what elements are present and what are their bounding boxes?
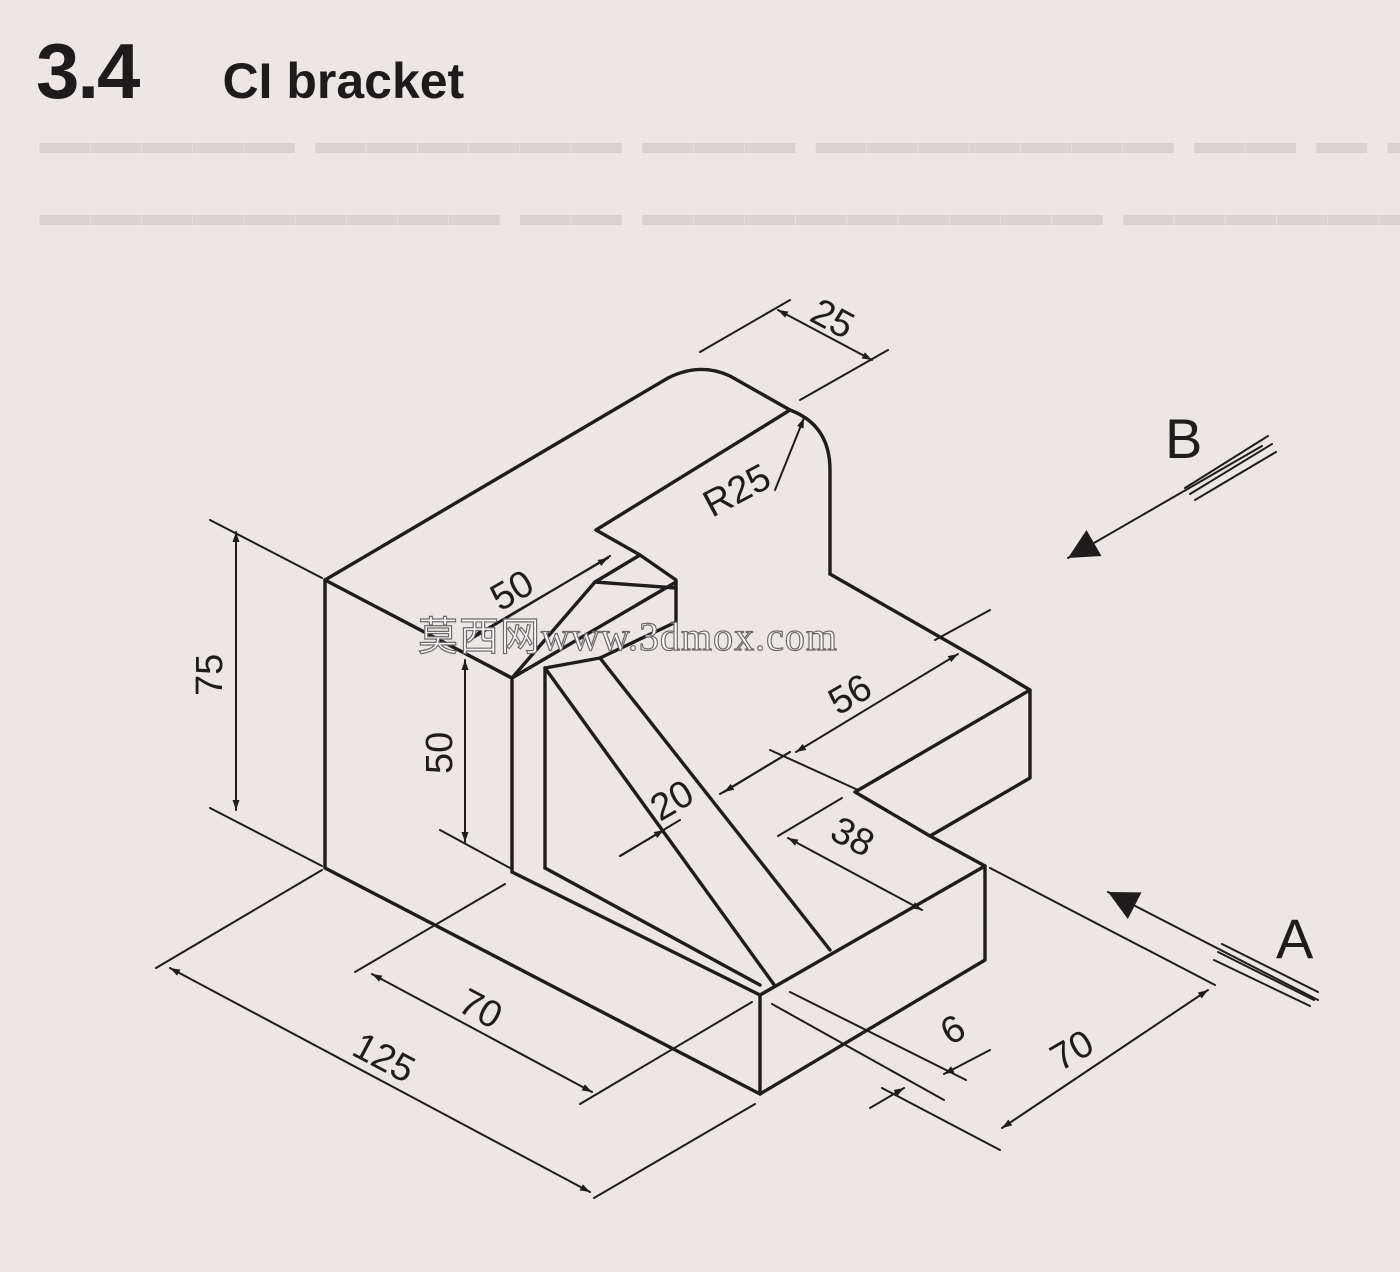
- view-arrow-b-tail: [1184, 435, 1277, 501]
- dim-arrow-6b: [869, 1087, 905, 1109]
- watermark-text: 莫西网www.3dmox.com: [418, 614, 838, 659]
- notch-inner: [593, 580, 678, 590]
- section-heading: 3.4 CI bracket: [36, 26, 464, 117]
- ext-line-56: [769, 609, 991, 791]
- web-diagonal: [543, 656, 832, 988]
- dim-line-50-top: [473, 557, 609, 637]
- ext-line-25: [699, 299, 889, 401]
- view-arrow-a-line: [1107, 891, 1319, 1001]
- dimensions: [155, 299, 1216, 1199]
- upright-block-fillet: [788, 408, 832, 576]
- view-label-b: B: [1165, 407, 1202, 470]
- leader-r25: [774, 417, 805, 491]
- dim-label-r25: R25: [697, 456, 778, 526]
- ext-line-125: [155, 869, 756, 1199]
- dim-label-50-side: 50: [419, 732, 461, 774]
- dim-label-75: 75: [189, 654, 231, 696]
- dim-line-38: [787, 837, 923, 911]
- section-title: CI bracket: [222, 53, 465, 109]
- ext-line-50-side: [439, 639, 511, 869]
- ext-line-70-front: [354, 883, 753, 1105]
- base-right-face: [758, 864, 987, 1096]
- dim-arrow-20a: [619, 829, 665, 857]
- view-label-a: A: [1276, 907, 1314, 970]
- view-arrow-b: [1067, 435, 1277, 559]
- web-top-cap: [543, 620, 678, 670]
- dim-label-125: 125: [346, 1025, 422, 1092]
- dim-label-56: 56: [822, 666, 880, 724]
- dim-line-25: [777, 309, 873, 361]
- view-arrow-a: [1107, 891, 1319, 1007]
- dim-line-70-side: [1001, 989, 1209, 1129]
- dim-label-25: 25: [804, 291, 861, 348]
- dim-label-6: 6: [934, 1007, 973, 1054]
- dim-label-70-side: 70: [1044, 1022, 1102, 1080]
- base-back: [828, 572, 1032, 692]
- dim-label-70-front: 70: [452, 981, 509, 1038]
- dim-line-56: [795, 653, 959, 753]
- section-number: 3.4: [36, 27, 140, 115]
- ext-line-70-side: [881, 867, 1216, 1151]
- view-arrow-b-line: [1067, 445, 1263, 559]
- ext-line-38: [777, 797, 843, 837]
- dim-label-50-top: 50: [484, 562, 542, 620]
- upright-block-top-edge: [323, 367, 792, 582]
- base-step: [853, 688, 1032, 868]
- dim-arrow-20b: [723, 751, 791, 793]
- object-outline: [323, 367, 1032, 1096]
- ext-line-75: [209, 519, 323, 867]
- ext-line-6: [771, 991, 967, 1101]
- view-arrow-a-tail: [1213, 943, 1319, 1007]
- dim-label-38: 38: [824, 809, 881, 866]
- dim-label-20: 20: [644, 772, 702, 830]
- dim-arrow-6a: [943, 1049, 991, 1075]
- dim-line-125: [169, 967, 591, 1193]
